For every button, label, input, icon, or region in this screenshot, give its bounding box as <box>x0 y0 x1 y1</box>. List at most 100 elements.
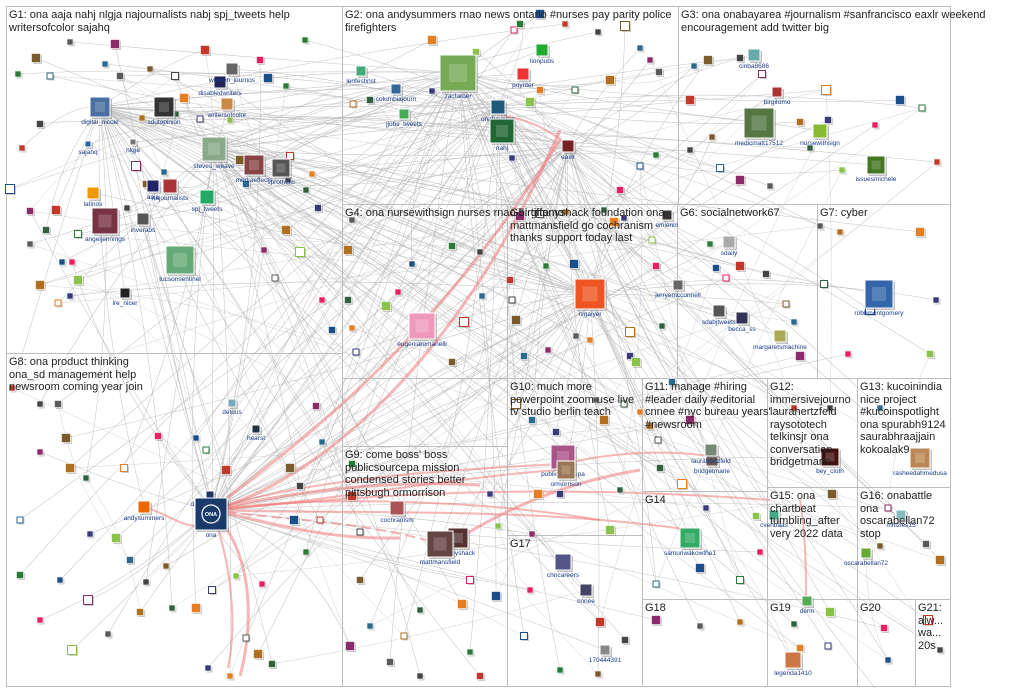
graph-node[interactable] <box>289 515 301 527</box>
graph-node[interactable] <box>511 399 523 411</box>
graph-node[interactable] <box>702 504 711 513</box>
graph-node[interactable] <box>42 226 52 236</box>
graph-node[interactable] <box>766 182 775 191</box>
graph-node[interactable] <box>536 86 546 96</box>
graph-node[interactable] <box>922 540 932 550</box>
graph-node[interactable] <box>652 262 662 272</box>
node-rasheedahmedusa[interactable]: rasheedahmedusa <box>893 447 947 477</box>
graph-node[interactable] <box>569 259 581 271</box>
graph-node[interactable] <box>884 656 893 665</box>
graph-node[interactable] <box>762 270 772 280</box>
node-digital-nicole[interactable]: digital_nicole <box>81 96 119 126</box>
graph-node[interactable] <box>314 204 324 214</box>
node-medicmatt17512[interactable]: medicmatt17512 <box>735 107 783 147</box>
graph-node[interactable] <box>51 205 63 217</box>
graph-node[interactable] <box>625 327 637 339</box>
graph-node[interactable] <box>56 576 65 585</box>
graph-node[interactable] <box>179 93 191 105</box>
node-cnncareers[interactable]: cnncareers <box>547 553 580 579</box>
graph-node[interactable] <box>796 118 806 128</box>
graph-node[interactable] <box>605 75 617 87</box>
graph-node[interactable] <box>820 280 830 290</box>
graph-node[interactable] <box>668 378 678 388</box>
graph-node[interactable] <box>508 296 517 305</box>
graph-node[interactable] <box>932 296 941 305</box>
graph-node[interactable] <box>690 62 699 71</box>
node-zacfarber[interactable]: zacfarber <box>439 54 478 100</box>
graph-node[interactable] <box>136 608 146 618</box>
graph-node[interactable] <box>466 576 476 586</box>
graph-node[interactable] <box>14 70 23 79</box>
graph-node[interactable] <box>104 630 113 639</box>
graph-node[interactable] <box>790 620 799 629</box>
graph-node[interactable] <box>459 317 471 329</box>
graph-node[interactable] <box>821 85 833 97</box>
graph-node[interactable] <box>466 648 475 657</box>
node-cnnee[interactable]: cnnee <box>577 583 595 605</box>
node-nursewithsign[interactable]: nursewithsign <box>800 123 840 147</box>
node-rvgaiyer[interactable]: rvgaiyer <box>574 278 607 318</box>
graph-node[interactable] <box>68 258 77 267</box>
graph-node[interactable] <box>46 72 55 81</box>
graph-node[interactable] <box>478 292 487 301</box>
graph-node[interactable] <box>196 115 205 124</box>
node-jjobs-tweets[interactable]: jjobs_tweets <box>385 108 423 128</box>
graph-node[interactable] <box>301 36 310 45</box>
graph-node[interactable] <box>658 322 667 331</box>
graph-node[interactable] <box>736 576 746 586</box>
graph-node[interactable] <box>876 542 885 551</box>
graph-node[interactable] <box>36 120 46 130</box>
graph-node[interactable] <box>86 530 95 539</box>
graph-node[interactable] <box>609 217 621 229</box>
graph-node[interactable] <box>428 87 437 96</box>
graph-node[interactable] <box>758 70 768 80</box>
graph-node[interactable] <box>838 166 847 175</box>
graph-node[interactable] <box>636 408 645 417</box>
graph-node[interactable] <box>552 428 562 438</box>
graph-node[interactable] <box>256 56 266 66</box>
graph-node[interactable] <box>54 400 64 410</box>
graph-node[interactable] <box>824 642 833 651</box>
graph-node[interactable] <box>328 326 338 336</box>
node-laurahertzfeld[interactable]: laurahertzfeld <box>691 443 731 465</box>
node-mhizles15[interactable]: mhizles15 <box>886 509 916 529</box>
graph-node[interactable] <box>36 448 45 457</box>
graph-node[interactable] <box>806 144 815 153</box>
graph-node[interactable] <box>101 60 110 69</box>
graph-node[interactable] <box>506 276 516 286</box>
graph-node[interactable] <box>83 595 95 607</box>
graph-node[interactable] <box>448 242 458 252</box>
graph-node[interactable] <box>816 222 825 231</box>
graph-node[interactable] <box>556 666 565 675</box>
node-nlgja[interactable]: nlgja <box>126 138 140 154</box>
node-disabledwriters[interactable]: disabledwriters <box>198 75 242 97</box>
graph-node[interactable] <box>895 95 907 107</box>
graph-node[interactable] <box>281 225 293 237</box>
graph-node[interactable] <box>260 246 269 255</box>
graph-node[interactable] <box>605 525 617 537</box>
graph-node[interactable] <box>344 296 354 306</box>
graph-node[interactable] <box>616 186 626 196</box>
graph-node[interactable] <box>343 245 355 257</box>
node-nahj[interactable]: nahj <box>489 118 516 152</box>
graph-node[interactable] <box>16 571 26 581</box>
graph-node[interactable] <box>561 20 570 29</box>
graph-node[interactable] <box>296 482 306 492</box>
graph-node[interactable] <box>268 660 278 670</box>
graph-node[interactable] <box>208 586 218 596</box>
graph-node[interactable] <box>18 144 27 153</box>
graph-node[interactable] <box>312 402 322 412</box>
graph-node[interactable] <box>258 580 267 589</box>
graph-node[interactable] <box>26 240 35 249</box>
graph-node[interactable] <box>316 516 325 525</box>
graph-node[interactable] <box>427 35 439 47</box>
graph-node[interactable] <box>348 216 357 225</box>
graph-node[interactable] <box>160 168 169 177</box>
graph-node[interactable] <box>646 422 656 432</box>
graph-node[interactable] <box>5 184 17 196</box>
node-sajahq[interactable]: sajahq <box>78 140 98 156</box>
node-lre-nicer[interactable]: lre_nicer <box>113 287 139 307</box>
graph-node[interactable] <box>36 400 45 409</box>
graph-node[interactable] <box>824 116 834 126</box>
graph-node[interactable] <box>515 211 527 223</box>
